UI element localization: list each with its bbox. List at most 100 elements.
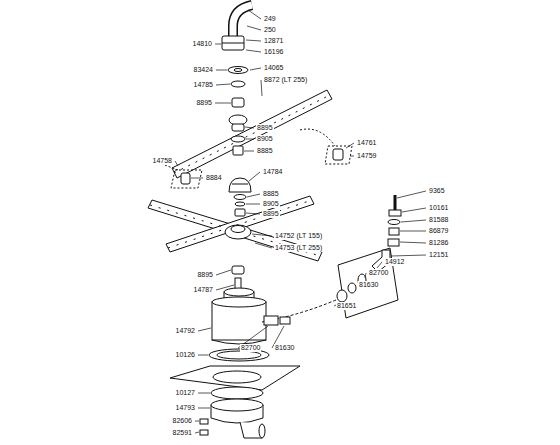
leader-line [195,421,199,422]
callout-number: 8905 [262,200,280,208]
callout-number: 249 [263,15,277,23]
callout-number: 8885 [256,147,274,155]
leader-line [250,68,261,70]
leader-line [216,84,230,85]
leader-line [261,80,262,96]
swivel-fitting [222,36,244,50]
callout-number: 82606 [172,417,193,425]
callout-number: 10127 [175,389,196,397]
detail-inset [325,146,352,164]
callout-number: 81588 [428,216,449,224]
callout-number: 8895 [196,271,214,279]
leader-line [397,191,426,198]
leader-line [377,262,382,268]
callout-number: 14793 [175,404,196,412]
nut [232,98,244,107]
callout-number: 14065 [263,64,284,72]
callout-number: 83424 [193,66,214,74]
leader-line [246,213,260,214]
upper-spray-arm [172,90,332,178]
leader-line [365,273,366,278]
leader-line [215,103,231,104]
hub-cap [229,178,251,192]
screw [200,419,208,424]
leader-line [400,242,426,243]
leader-line [246,40,261,41]
callout-number: 81286 [428,239,449,247]
callout-number: 14759 [356,152,377,160]
filter-cylinder [212,302,266,340]
leader-line [216,270,231,275]
leader-line [245,127,254,128]
leader-line [402,208,426,212]
leader-line [246,139,254,140]
callout-number: 8895 [262,210,280,218]
callout-number: 14761 [356,139,377,147]
leader-line [401,220,426,222]
callout-number: 82700 [368,269,389,277]
callout-number: 8885 [262,190,280,198]
callout-number: 8884 [205,174,223,182]
leader-line [216,285,234,290]
callout-number: 14758 [152,157,173,165]
callout-number: 12151 [428,251,449,259]
leader-line [198,408,210,409]
callout-number: 14785 [193,81,214,89]
leader-line [175,161,178,166]
leader-line [346,143,354,148]
callout-number: 14787 [193,286,214,294]
leader-line [198,328,211,331]
leader-line [198,393,210,394]
callout-number: 14752 (LT 155) [274,232,323,240]
gasket [211,387,263,399]
bushing [233,146,243,155]
callout-number: 10126 [175,351,196,359]
ring [228,67,248,74]
callout-number: 8905 [256,135,274,143]
leader-line [247,194,260,197]
leader-line [198,355,208,356]
callout-number: 14792 [175,327,196,335]
washer [231,81,245,87]
base-plate [170,366,300,390]
callout-number: 86879 [428,227,449,235]
callout-number: 14784 [262,168,283,176]
callout-number: 82700 [240,344,261,352]
callout-number: 14810 [192,40,213,48]
callout-number: 82591 [172,429,193,437]
leader-line [248,10,261,19]
detail-inset [171,170,202,188]
leader-line [350,156,354,157]
nut [232,124,244,131]
callout-number: 10161 [428,204,449,212]
callout-number: 16196 [263,48,284,56]
leader-line [247,26,261,30]
washer [231,136,245,142]
leader-line [252,234,272,236]
callout-number: 250 [263,26,277,34]
callout-number: 81630 [358,281,379,289]
callout-number: 8895 [195,99,213,107]
callout-number: 9365 [428,187,446,195]
leader-line [246,204,260,205]
leader-line [191,178,203,179]
threaded-rod [394,195,397,210]
callout-number: 14912 [384,258,405,266]
leader-line [400,231,426,232]
callout-number: 8872 (LT 255) [263,76,308,84]
leader-line [246,50,261,52]
callout-number: 12871 [263,37,284,45]
callout-number: 8895 [256,124,274,132]
callout-number: 81630 [274,344,295,352]
leader-line [216,70,227,71]
leader-line [215,44,221,45]
leader-line [195,432,199,433]
callout-number: 81651 [336,302,357,310]
callout-number: 14753 (LT 255) [274,244,323,252]
screw [200,430,208,435]
leader-line [249,172,260,181]
leader-line [391,255,426,256]
leader-line [255,243,272,248]
